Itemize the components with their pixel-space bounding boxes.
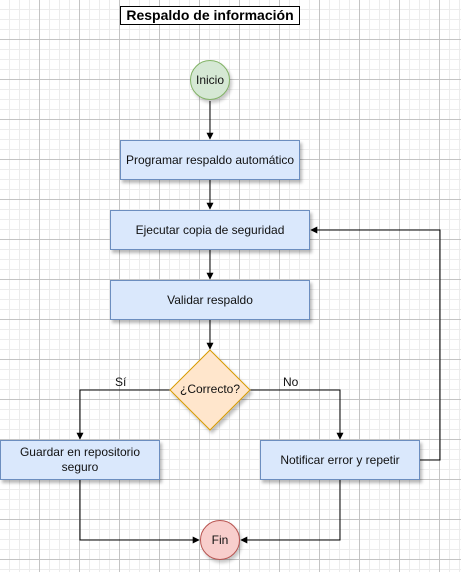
notify-error-label: Notificar error y repetir bbox=[280, 452, 400, 467]
store-repository-label: Guardar en repositorio seguro bbox=[19, 445, 141, 474]
edge-label-no: No bbox=[283, 375, 299, 389]
schedule-backup-label: Programar respaldo automático bbox=[125, 152, 295, 167]
edge-decision-notify bbox=[250, 389, 344, 440]
execute-backup-step: Ejecutar copia de seguridad bbox=[110, 210, 310, 250]
execute-backup-label: Ejecutar copia de seguridad bbox=[135, 222, 285, 237]
edge-notify-execute bbox=[310, 226, 441, 461]
edge-label-yes: Sí bbox=[115, 375, 127, 389]
edge-decision-store bbox=[76, 389, 170, 440]
start-label: Inicio bbox=[195, 72, 224, 87]
decision-label: ¿Correcto? bbox=[179, 382, 241, 396]
edge-store-end bbox=[79, 480, 200, 544]
validate-backup-label: Validar respaldo bbox=[167, 292, 253, 307]
schedule-backup-step: Programar respaldo automático bbox=[120, 140, 300, 180]
edge-notify-end bbox=[240, 480, 341, 544]
decision-diamond bbox=[169, 349, 251, 431]
validate-backup-step: Validar respaldo bbox=[110, 280, 310, 320]
end-label: Fin bbox=[211, 532, 229, 547]
start-node: Inicio bbox=[190, 60, 230, 100]
diagram-title: Respaldo de información bbox=[120, 6, 300, 25]
notify-error-step: Notificar error y repetir bbox=[260, 440, 420, 480]
store-repository-step: Guardar en repositorio seguro bbox=[0, 440, 160, 480]
end-node: Fin bbox=[200, 520, 240, 560]
